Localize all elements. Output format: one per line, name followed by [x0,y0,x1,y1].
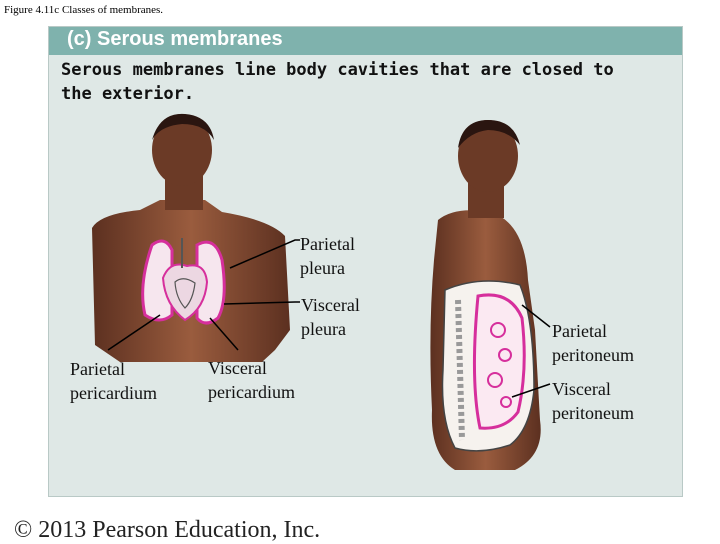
frontal-torso-figure [92,113,290,362]
label-parietal-peritoneum: Parietal peritoneum [552,321,634,365]
lateral-torso-figure [430,120,541,470]
label-visceral-peritoneum: Visceral peritoneum [552,379,634,423]
panel-title: (c) Serous membranes [67,28,283,50]
leader-lines [107,239,551,398]
panel-header: (c) Serous membranes [49,27,682,55]
label-parietal-pleura: Parietal pleura [300,234,355,278]
figure-caption: Figure 4.11c Classes of membranes. [4,4,164,16]
label-visceral-pericardium: Visceral pericardium [208,358,295,402]
label-parietal-pericardium: Parietal pericardium [70,359,157,403]
lungs-pleura [141,239,226,325]
heart-pericardium [161,238,209,322]
label-visceral-pleura: Visceral pleura [301,295,360,339]
copyright-footer: © 2013 Pearson Education, Inc. [14,517,321,543]
panel-description: Serous membranes line body cavities that… [61,60,614,104]
abdominal-cavity-peritoneum [441,280,535,452]
